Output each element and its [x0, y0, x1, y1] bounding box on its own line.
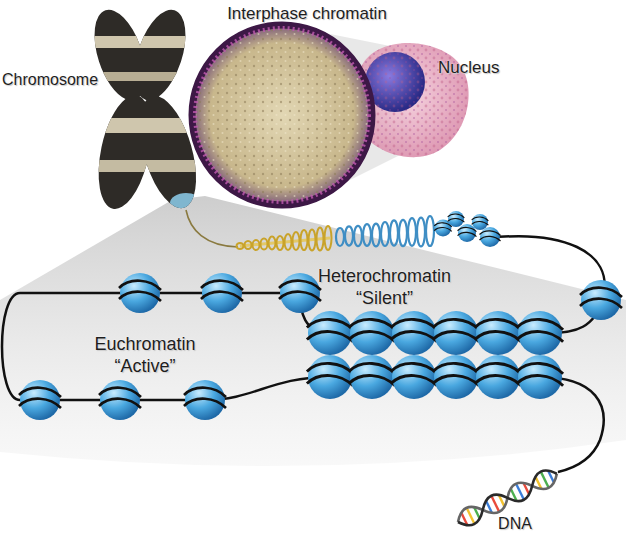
- molecule-label: DNA: [488, 514, 542, 533]
- base-pair: [467, 508, 475, 524]
- coil-turn: [325, 226, 332, 250]
- nucleosome: [433, 355, 479, 399]
- coil-turn: [269, 237, 276, 250]
- base-pair: [541, 472, 549, 488]
- coil-turn: [277, 236, 284, 250]
- nucleosome: [119, 273, 161, 313]
- nucleosome: [99, 380, 141, 420]
- coil-turn: [301, 230, 308, 250]
- nucleosome: [391, 355, 437, 399]
- chromosome-band: [85, 72, 215, 81]
- heterochromatin-cluster: [307, 311, 563, 399]
- nucleosome: [307, 355, 353, 399]
- coil-turn: [399, 220, 407, 246]
- coil-turn: [354, 226, 362, 246]
- nucleosome: [184, 380, 226, 420]
- chromosome-body: [85, 0, 215, 220]
- coil-turn: [336, 228, 344, 246]
- structure-label: Nucleus: [438, 58, 518, 78]
- nucleosome: [480, 227, 501, 247]
- region-label: Heterochromatin “Silent”: [312, 266, 457, 309]
- coil-turn: [285, 234, 292, 250]
- coil-turn: [245, 241, 252, 249]
- coil-turn: [261, 239, 268, 250]
- nucleosome: [433, 311, 479, 355]
- nucleosome: [201, 273, 243, 313]
- chromosome-band: [85, 36, 215, 48]
- coil-turn: [363, 224, 371, 246]
- nucleosome: [349, 311, 395, 355]
- coil-turn: [237, 243, 244, 249]
- coil-turn: [317, 228, 324, 251]
- chromosome-symbol: [85, 0, 215, 220]
- fiber-coil: [336, 216, 434, 246]
- coil-turn: [426, 216, 434, 246]
- structure-label: Chromosome: [2, 70, 102, 89]
- chromatin-texture: [196, 29, 368, 201]
- coil-turn: [309, 230, 316, 251]
- nucleosome: [448, 211, 465, 227]
- coil-turn: [417, 218, 425, 247]
- nucleosome: [580, 280, 622, 320]
- nucleosome: [475, 355, 521, 399]
- nucleosome: [475, 311, 521, 355]
- nucleosome: [517, 311, 563, 355]
- nucleosome: [391, 311, 437, 355]
- nucleosome: [517, 355, 563, 399]
- nucleosome: [19, 380, 61, 420]
- coil-turn: [381, 222, 389, 246]
- nucleosome: [349, 355, 395, 399]
- coil-turn: [293, 232, 300, 250]
- coil-turn: [408, 218, 416, 246]
- dna-strand: [2, 236, 605, 472]
- chromosome-band: [85, 160, 215, 172]
- structure-label: Interphase chromatin: [222, 4, 392, 24]
- nucleosome: [279, 273, 321, 313]
- coil-turn: [345, 226, 353, 245]
- nucleosome: [472, 214, 489, 230]
- chromosome-band: [85, 118, 215, 133]
- coil-turn: [253, 240, 260, 250]
- base-pair: [491, 496, 499, 512]
- nucleosome: [307, 311, 353, 355]
- region-label: Euchromatin “Active”: [80, 334, 210, 377]
- solenoid-coil: [237, 226, 332, 251]
- coil-turn: [390, 220, 398, 245]
- base-pair: [516, 484, 524, 500]
- interphase-chromatin: [192, 25, 372, 205]
- chromatin-rim: [195, 28, 369, 202]
- chromatin-fiber: [186, 210, 238, 247]
- coil-turn: [372, 224, 380, 247]
